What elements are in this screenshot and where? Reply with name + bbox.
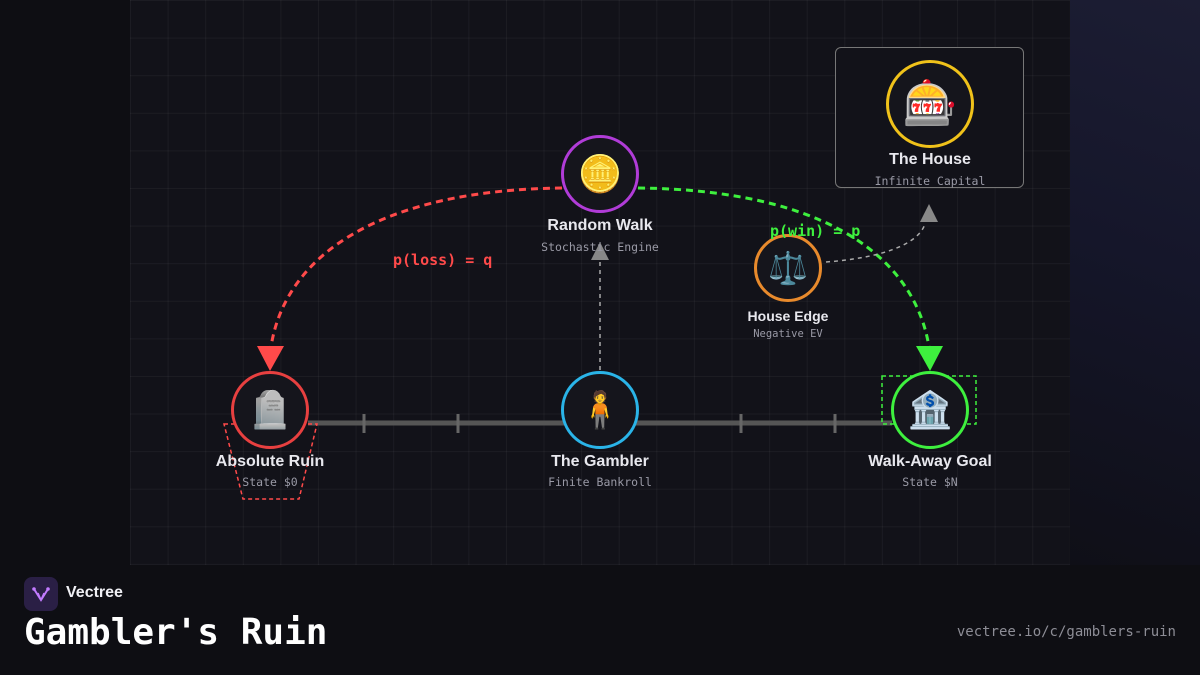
- gambler-title: The Gambler: [551, 453, 649, 470]
- edge-to-house-edge: [825, 223, 926, 263]
- brand-name[interactable]: Vectree: [66, 584, 123, 601]
- house-edge-title: House Edge: [747, 308, 829, 324]
- house-node[interactable]: 🎰: [886, 60, 974, 148]
- walk-away-goal-title: Walk-Away Goal: [868, 453, 992, 470]
- random-walk-node[interactable]: 🪙: [561, 135, 639, 213]
- absolute-ruin-subtitle: State $0: [242, 475, 298, 489]
- edge-to-house-arrowhead: [920, 204, 938, 222]
- person-icon: 🧍: [577, 389, 623, 430]
- house-edge-subtitle: Negative EV: [753, 328, 823, 340]
- absolute-ruin-node[interactable]: 🪦: [231, 371, 309, 449]
- ruin-highlight-box: [223, 423, 318, 500]
- win-arrowhead: [916, 346, 943, 371]
- loss-edge: [269, 186, 563, 348]
- loss-probability-label: p(loss) = q: [393, 251, 493, 269]
- page-title: Gambler's Ruin: [24, 612, 328, 653]
- footer: [0, 565, 1200, 675]
- house-edge-node[interactable]: ⚖️: [754, 234, 822, 302]
- coin-icon: 🪙: [577, 153, 623, 194]
- gambler-subtitle: Finite Bankroll: [548, 475, 652, 489]
- bank-icon: 🏦: [907, 389, 953, 430]
- tree-icon: [32, 587, 50, 602]
- diagram-edges: [223, 186, 977, 500]
- house-title: The House: [889, 151, 971, 168]
- background-glow: [1070, 0, 1200, 565]
- house-subtitle: Infinite Capital: [874, 174, 986, 188]
- gambler-node[interactable]: 🧍: [561, 371, 639, 449]
- walk-away-goal-subtitle: State $N: [902, 475, 958, 489]
- headstone-icon: 🪦: [247, 389, 293, 430]
- random-walk-title: Random Walk: [547, 217, 653, 234]
- vectree-logo-icon[interactable]: [24, 577, 58, 611]
- win-edge: [637, 186, 931, 348]
- scales-icon: ⚖️: [768, 250, 808, 286]
- walk-away-goal-node[interactable]: 🏦: [891, 371, 969, 449]
- loss-arrowhead: [257, 346, 284, 371]
- absolute-ruin-title: Absolute Ruin: [215, 453, 325, 470]
- slot-machine-icon: 🎰: [902, 79, 958, 128]
- win-probability-label: p(win) = p: [770, 222, 861, 240]
- random-walk-subtitle: Stochastic Engine: [541, 240, 659, 254]
- gambler-to-walk-arrowhead: [591, 242, 609, 260]
- page-url[interactable]: vectree.io/c/gamblers-ruin: [956, 624, 1176, 640]
